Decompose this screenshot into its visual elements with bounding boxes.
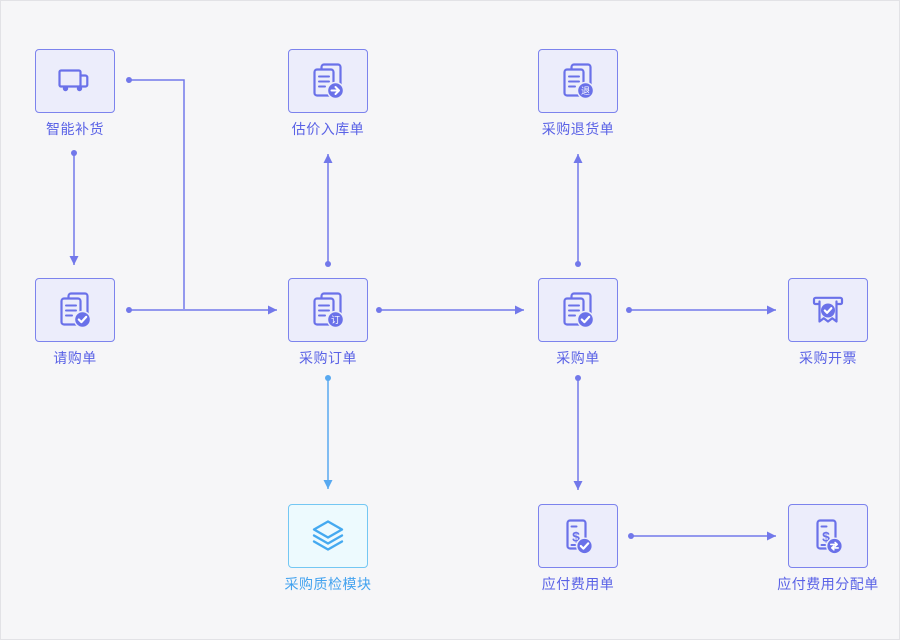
edge-purchase-order-to-qc-module bbox=[323, 375, 333, 489]
svg-text:订: 订 bbox=[331, 315, 340, 325]
edge-source-dot bbox=[628, 533, 634, 539]
edge-arrowhead-icon bbox=[69, 256, 79, 265]
bill-check-badge-icon: $ bbox=[566, 519, 594, 555]
document-order-badge-icon: 订 bbox=[313, 292, 345, 329]
bill-swap-badge-icon: $ bbox=[816, 519, 844, 555]
document-arrow-badge-icon bbox=[313, 63, 345, 100]
document-return-badge-icon: 退 bbox=[563, 63, 595, 100]
edge-smart-replenishment-to-requisition bbox=[69, 150, 79, 265]
node-label-purchase-requisition: 请购单 bbox=[53, 350, 97, 366]
node-purchase-receipt[interactable] bbox=[538, 278, 618, 342]
edge-source-dot bbox=[71, 150, 77, 156]
edge-payable-expense-to-allocation bbox=[628, 531, 776, 541]
edge-arrowhead-icon bbox=[268, 305, 277, 315]
node-label-smart-replenishment: 智能补货 bbox=[46, 121, 104, 137]
node-label-payable-expense: 应付费用单 bbox=[541, 576, 615, 592]
edge-purchase-receipt-to-payable-expense bbox=[573, 375, 583, 490]
edge-source-dot bbox=[626, 307, 632, 313]
edge-arrowhead-icon bbox=[573, 154, 583, 163]
node-purchase-requisition[interactable] bbox=[35, 278, 115, 342]
node-qc-module[interactable] bbox=[288, 504, 368, 568]
edge-arrowhead-icon bbox=[323, 480, 333, 489]
node-purchase-invoicing[interactable] bbox=[788, 278, 868, 342]
node-expense-allocation[interactable]: $ bbox=[788, 504, 868, 568]
edge-arrowhead-icon bbox=[767, 305, 776, 315]
document-check-badge-icon bbox=[563, 292, 595, 329]
edge-arrowhead-icon bbox=[573, 481, 583, 490]
truck-icon bbox=[58, 69, 89, 92]
node-purchase-return[interactable]: 退 bbox=[538, 49, 618, 113]
node-purchase-order[interactable]: 订 bbox=[288, 278, 368, 342]
edge-smart-replenishment-branch bbox=[126, 77, 185, 309]
edge-purchase-order-to-purchase-receipt bbox=[376, 305, 524, 315]
node-label-purchase-receipt: 采购单 bbox=[556, 350, 600, 366]
receipt-check-icon bbox=[812, 296, 844, 323]
node-label-valuated-inbound: 估价入库单 bbox=[291, 121, 365, 137]
node-label-expense-allocation: 应付费用分配单 bbox=[777, 576, 879, 592]
node-valuated-inbound[interactable] bbox=[288, 49, 368, 113]
document-check-badge-icon bbox=[60, 292, 92, 329]
node-label-purchase-return: 采购退货单 bbox=[541, 121, 615, 137]
edge-source-dot bbox=[126, 77, 132, 83]
edge-source-dot bbox=[575, 261, 581, 267]
node-label-purchase-order: 采购订单 bbox=[299, 350, 357, 366]
edge-source-dot bbox=[575, 375, 581, 381]
edge-purchase-order-to-valuated-inbound bbox=[323, 154, 333, 267]
node-payable-expense[interactable]: $ bbox=[538, 504, 618, 568]
edge-arrowhead-icon bbox=[767, 531, 776, 541]
svg-text:退: 退 bbox=[581, 86, 590, 96]
edge-arrowhead-icon bbox=[515, 305, 524, 315]
edge-source-dot bbox=[126, 307, 132, 313]
edge-source-dot bbox=[376, 307, 382, 313]
edge-arrowhead-icon bbox=[323, 154, 333, 163]
svg-text:$: $ bbox=[572, 529, 580, 545]
node-label-purchase-invoicing: 采购开票 bbox=[799, 350, 857, 366]
edge-purchase-receipt-to-invoicing bbox=[626, 305, 776, 315]
svg-text:$: $ bbox=[822, 529, 830, 545]
node-smart-replenishment[interactable] bbox=[35, 49, 115, 113]
edge-requisition-to-purchase-order bbox=[126, 305, 277, 315]
edge-purchase-receipt-to-purchase-return bbox=[573, 154, 583, 267]
node-label-qc-module: 采购质检模块 bbox=[284, 576, 372, 592]
layers-icon bbox=[312, 520, 344, 551]
edge-source-dot bbox=[325, 261, 331, 267]
edge-source-dot bbox=[325, 375, 331, 381]
